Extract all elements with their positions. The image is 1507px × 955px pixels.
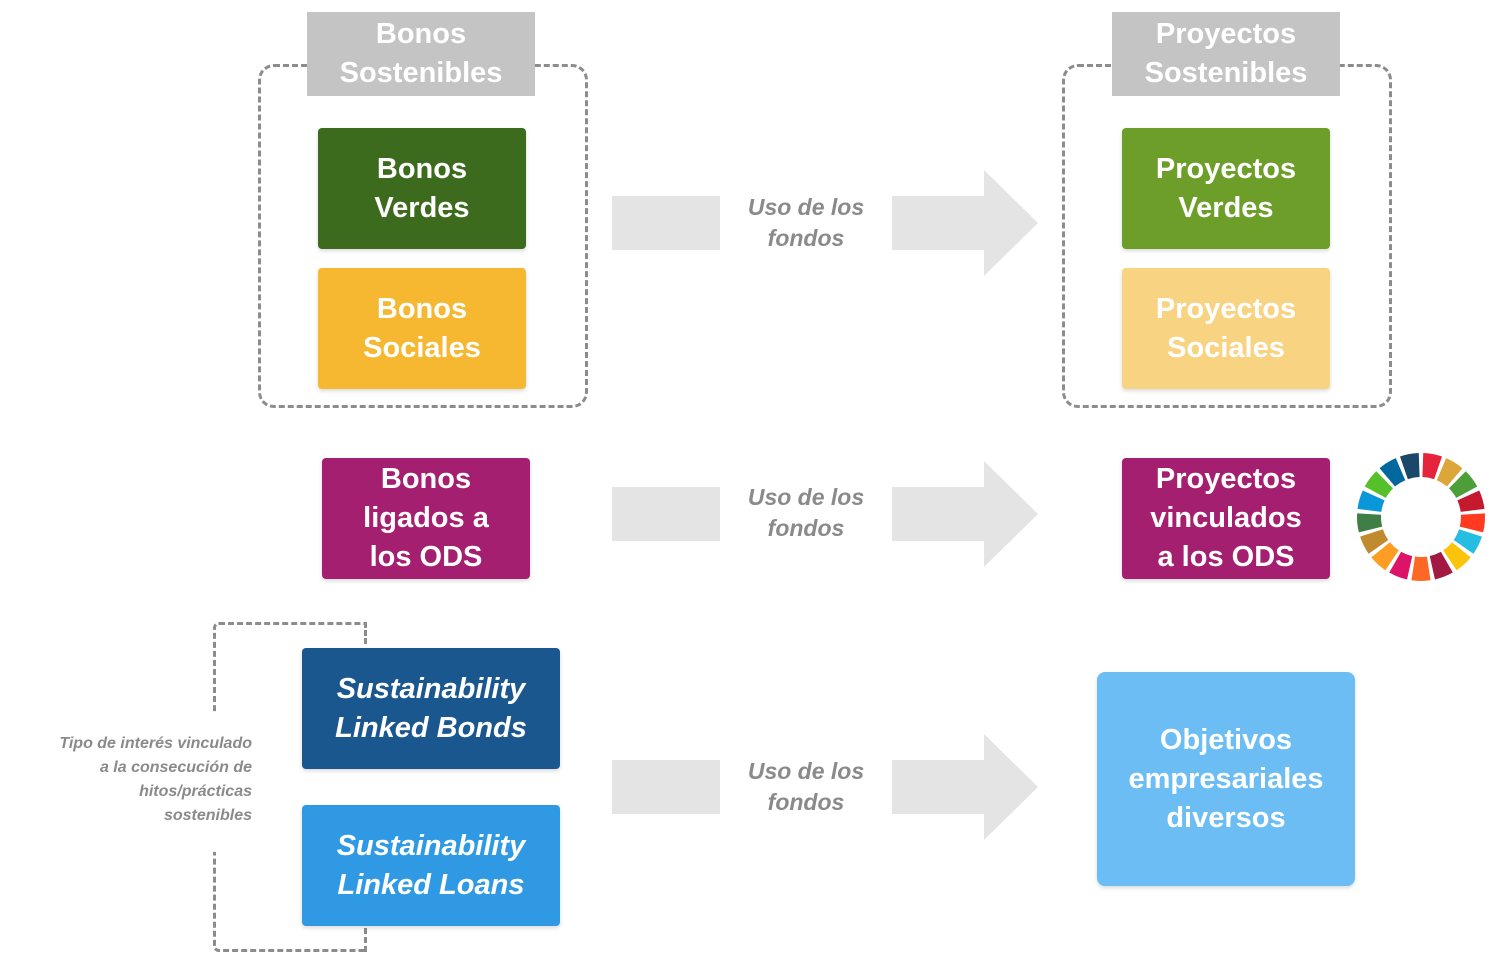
flow-arrow-head-2: [892, 461, 1038, 567]
sdg-wheel-icon: [1357, 453, 1485, 581]
sdg-wheel-segment: [1379, 458, 1406, 487]
bracket-right-tick-top: [364, 622, 367, 644]
sdg-wheel-segment: [1429, 551, 1453, 580]
proyectos-ods-box: Proyectos vinculados a los ODS: [1122, 458, 1330, 579]
sdg-wheel-segment: [1453, 529, 1482, 554]
proyectos-sociales-box: Proyectos Sociales: [1122, 268, 1330, 389]
flow-arrow-tail-1: [612, 196, 720, 250]
proyectos-verdes-box: Proyectos Verdes: [1122, 128, 1330, 249]
sdg-wheel-segment: [1411, 556, 1431, 581]
sdg-wheel-segment: [1389, 551, 1413, 580]
flow-arrow-head-1: [892, 170, 1038, 276]
objetivos-empresariales-box: Objetivos empresariales diversos: [1097, 672, 1355, 886]
sdg-wheel-segment: [1459, 513, 1485, 533]
side-note: Tipo de interés vinculado a la consecuci…: [59, 735, 252, 824]
sdg-wheel-segment: [1364, 471, 1394, 498]
sdg-wheel-segment: [1399, 453, 1420, 480]
sdg-wheel-segment: [1436, 458, 1463, 487]
flow-arrow-tail-3: [612, 760, 720, 814]
sdg-wheel-segment: [1457, 490, 1485, 512]
flow-label-3: Uso de los fondos: [747, 758, 865, 815]
sdg-wheel-segment: [1448, 471, 1478, 498]
bonos-sociales-box: Bonos Sociales: [318, 268, 526, 389]
sdg-wheel-segment: [1422, 453, 1443, 480]
sdg-wheel-segment: [1443, 542, 1471, 571]
flow-label-1: Uso de los fondos: [747, 194, 865, 251]
sdg-wheel-segment: [1357, 490, 1385, 512]
bonos-ods-box: Bonos ligados a los ODS: [322, 458, 530, 579]
sdg-wheel-segment: [1371, 542, 1399, 571]
flow-label-2: Uso de los fondos: [747, 484, 865, 541]
sustainability-linked-loans-box: Sustainability Linked Loans: [302, 805, 560, 926]
flow-arrow-head-3: [892, 734, 1038, 840]
bonos-verdes-box: Bonos Verdes: [318, 128, 526, 249]
proyectos-sostenibles-header: Proyectos Sostenibles: [1112, 12, 1340, 96]
bonos-sostenibles-header: Bonos Sostenibles: [307, 12, 535, 96]
sustainability-linked-bonds-box: Sustainability Linked Bonds: [302, 648, 560, 769]
bracket-right-tick-bottom: [364, 928, 367, 952]
sdg-wheel-segment: [1357, 513, 1383, 533]
sdg-wheel-segment: [1360, 529, 1389, 554]
flow-arrow-tail-2: [612, 487, 720, 541]
bracket-gap: [205, 712, 225, 852]
